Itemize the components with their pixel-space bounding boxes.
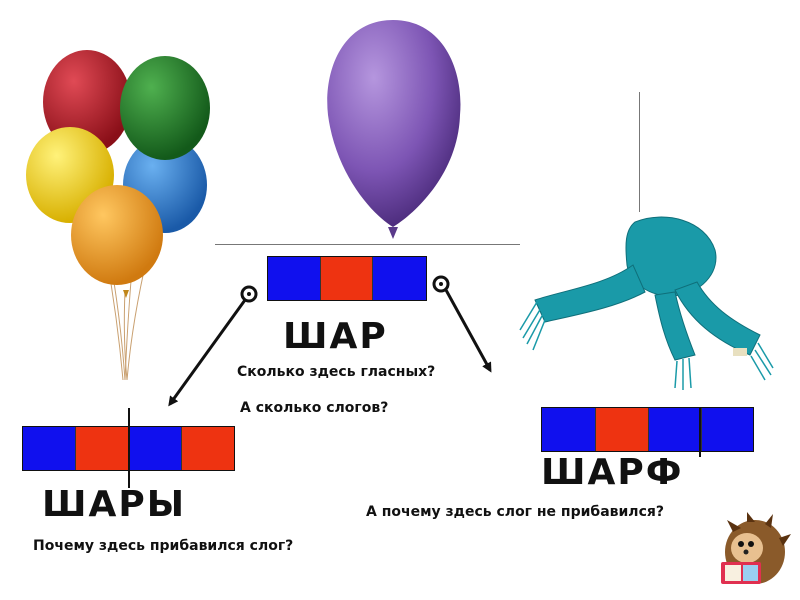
scheme-cell-consonant <box>23 427 75 470</box>
syllable-divider-right <box>699 407 701 457</box>
scheme-cell-vowel <box>181 427 234 470</box>
scheme-cell-vowel <box>595 408 648 451</box>
scheme-cell-consonant <box>372 257 426 300</box>
question-why-not-added: А почему здесь слог не прибавился? <box>366 504 664 520</box>
scheme-cell-vowel <box>320 257 372 300</box>
syllable-divider-left <box>128 408 130 488</box>
balloon-bunch-image <box>26 50 210 381</box>
scheme-cell-consonant <box>542 408 595 451</box>
purple-balloon-image <box>327 20 461 239</box>
question-vowels: Сколько здесь гласных? <box>237 364 436 380</box>
scheme-cell-vowel <box>75 427 128 470</box>
top-center-line <box>215 244 520 245</box>
scheme-cell-consonant <box>268 257 320 300</box>
scheme-cell-consonant <box>128 427 181 470</box>
scheme-cell-consonant <box>648 408 701 451</box>
top-right-line <box>639 92 640 212</box>
question-syllables: А сколько слогов? <box>240 400 389 416</box>
scarf-image <box>519 216 774 390</box>
scheme-left <box>22 426 235 471</box>
scheme-center <box>267 256 427 301</box>
hedgehog-reading-image <box>721 512 791 584</box>
scheme-right <box>541 407 754 452</box>
word-center: ШАР <box>283 316 388 357</box>
scheme-cell-consonant <box>701 408 753 451</box>
question-why-added: Почему здесь прибавился слог? <box>33 538 294 554</box>
word-left: ШАРЫ <box>42 484 187 525</box>
word-right: ШАРФ <box>541 452 684 493</box>
